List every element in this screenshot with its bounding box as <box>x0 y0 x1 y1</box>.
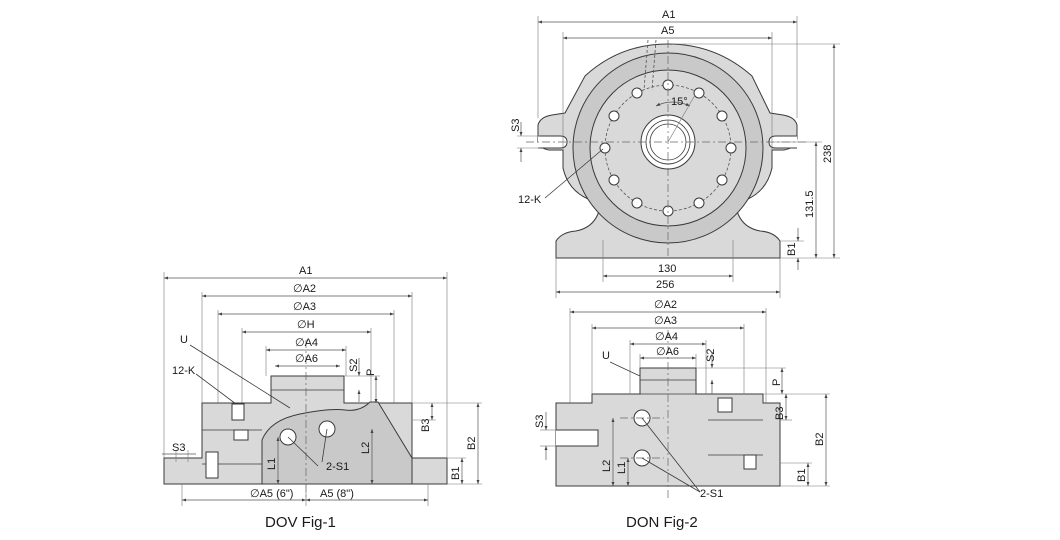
fig1-bolt <box>205 451 219 479</box>
dim-s2-label: S2 <box>348 359 360 372</box>
dim-s3-label: S3 <box>534 415 546 428</box>
dim-l2-label: L2 <box>601 460 613 472</box>
dim-l1-label: L1 <box>266 458 278 470</box>
fig1-bolt <box>233 429 249 441</box>
leader-s1 <box>321 428 328 463</box>
fig1-bolt <box>231 403 245 421</box>
dim-b1-label: B1 <box>796 469 808 482</box>
leader-s1 <box>287 436 319 467</box>
dim-p-label: P <box>771 379 783 386</box>
bolt-hole <box>631 197 643 209</box>
dim-b3-label: B3 <box>774 407 786 420</box>
fig2-front-bolt <box>743 454 757 470</box>
dim-a2-label: ∅A2 <box>293 283 316 295</box>
bolt-hole <box>725 142 737 154</box>
dim-l1-label: L1 <box>616 462 628 474</box>
hidden-line <box>643 39 649 91</box>
fig2-top-view: 15° A1 A5 S3 12-K 238 131.5 B1 <box>510 9 840 298</box>
dim-b2-label: B2 <box>466 437 478 450</box>
leader-12k-label: 12-K <box>518 194 542 206</box>
dim-b1-label: B1 <box>786 243 798 256</box>
leader-u <box>609 361 641 377</box>
bolt-hole <box>608 174 620 186</box>
dim-a4-label: ∅A4 <box>655 331 678 343</box>
angle-label: 15° <box>671 96 688 108</box>
leader-u-label: U <box>602 350 610 362</box>
dim-a3-label: ∅A3 <box>654 315 677 327</box>
dim-131-label: 131.5 <box>804 190 816 218</box>
bolt-hole <box>631 87 643 99</box>
fig2-front-slot <box>556 429 599 447</box>
leader-s1-label: 2-S1 <box>326 461 349 473</box>
fig2-caption: DON Fig-2 <box>626 514 698 531</box>
bolt-hole <box>608 110 620 122</box>
angle-arc <box>655 101 691 107</box>
fig1-front-view: A1 ∅A2 ∅A3 ∅H ∅A4 ∅A6 U 12-K S2 <box>162 265 482 531</box>
leader-12k <box>544 148 604 199</box>
dim-s2-label: S2 <box>705 349 717 362</box>
dim-238-label: 238 <box>822 145 834 163</box>
fig2-front-view: ∅A2 ∅A3 ∅A4 ∅A6 U S2 P S3 <box>534 299 830 531</box>
dim-a5-6-label: ∅A5 (6") <box>250 488 293 500</box>
leader-u-label: U <box>180 334 188 346</box>
leader-12k-label: 12-K <box>172 365 196 377</box>
bolt-hole <box>693 197 705 209</box>
leader-s1 <box>641 457 701 493</box>
dim-256-label: 256 <box>656 279 674 291</box>
fig2-left-slot <box>538 135 568 149</box>
dim-a1-label: A1 <box>662 9 675 21</box>
fig1-section <box>261 401 413 485</box>
dim-b2-label: B2 <box>814 433 826 446</box>
dim-p-label: P <box>365 369 377 376</box>
bolt-hole <box>693 87 705 99</box>
dim-a3-label: ∅A3 <box>293 301 316 313</box>
angle-ray <box>667 94 696 143</box>
bolt-hole <box>716 110 728 122</box>
dim-s3-label: S3 <box>510 119 522 132</box>
fig1-caption: DOV Fig-1 <box>265 514 336 531</box>
dim-s3-label: S3 <box>172 442 185 454</box>
dim-b1-label: B1 <box>450 467 462 480</box>
leader-s1-label: 2-S1 <box>700 488 723 500</box>
dim-a4-label: ∅A4 <box>295 337 318 349</box>
leader-s1 <box>641 417 701 493</box>
bolt-hole <box>716 174 728 186</box>
leader-u <box>189 344 291 409</box>
dim-a1-label: A1 <box>299 265 312 277</box>
bolt-hole <box>599 142 611 154</box>
dim-a5-label: A5 <box>661 25 674 37</box>
dim-130-label: 130 <box>658 263 676 275</box>
dim-l2-label: L2 <box>360 442 372 454</box>
fig2-front-bolt <box>717 397 733 413</box>
dim-h-label: ∅H <box>297 319 315 331</box>
hidden-line <box>651 39 657 91</box>
dim-a6-label: ∅A6 <box>295 353 318 365</box>
dim-a5-8-label: A5 (8") <box>320 488 354 500</box>
dim-a6-label: ∅A6 <box>656 346 679 358</box>
leader-12k <box>195 373 237 405</box>
dim-a2-label: ∅A2 <box>654 299 677 311</box>
dim-b3-label: B3 <box>420 419 432 432</box>
